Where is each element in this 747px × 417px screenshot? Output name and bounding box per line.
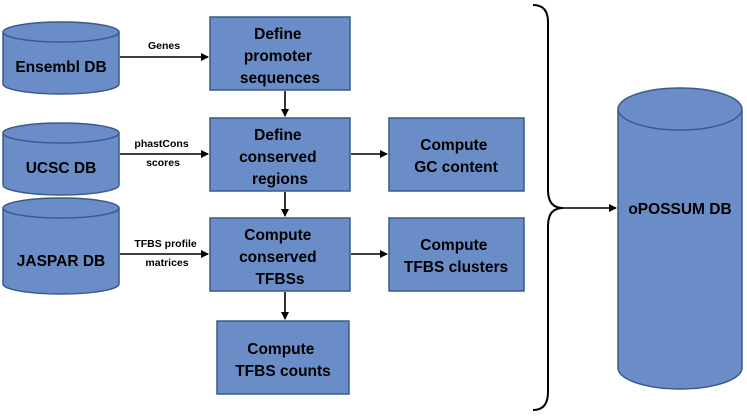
compute-tfbs-counts-line-1: Compute xyxy=(247,341,315,358)
compute-tfbs-clusters-line-2: TFBS clusters xyxy=(404,259,508,276)
edge-label-phastcons-line-1: phastCons xyxy=(134,138,188,150)
opossum-db-label: oPOSSUM DB xyxy=(628,201,731,218)
compute-tfbs-counts-label: Compute TFBS counts xyxy=(235,341,331,380)
compute-tfbs-clusters-label: Compute TFBS clusters xyxy=(404,237,508,276)
edge-label-phastcons-line-2: scores xyxy=(146,157,180,169)
compute-conserved-tfbs-line-2: conserved xyxy=(239,249,317,266)
edge-label-genes: Genes xyxy=(148,40,180,52)
compute-conserved-tfbs-line-1: Compute xyxy=(244,227,312,244)
edge-label-phastcons: phastCons scores xyxy=(134,138,191,169)
define-conserved-line-3: regions xyxy=(252,171,308,188)
edge-label-tfbs-profile: TFBS profile matrices xyxy=(134,238,199,269)
process-compute-conserved-tfbs: Compute conserved TFBSs xyxy=(209,217,351,292)
ensembl-db-label: Ensembl DB xyxy=(15,59,106,76)
process-compute-tfbs-clusters: Compute TFBS clusters xyxy=(388,217,525,292)
compute-conserved-tfbs-line-3: TFBSs xyxy=(255,271,304,288)
ensembl-db-cylinder: Ensembl DB xyxy=(2,21,120,95)
edge-label-tfbs-profile-line-1: TFBS profile xyxy=(134,238,197,250)
define-conserved-line-2: conserved xyxy=(239,149,317,166)
ucsc-db-label: UCSC DB xyxy=(26,160,97,177)
grouping-brace xyxy=(532,4,564,411)
compute-gc-line-2: GC content xyxy=(414,159,498,176)
compute-tfbs-clusters-line-1: Compute xyxy=(420,237,488,254)
define-conserved-line-1: Define xyxy=(254,127,302,144)
define-conserved-label: Define conserved regions xyxy=(239,127,321,188)
compute-tfbs-counts-line-2: TFBS counts xyxy=(235,363,331,380)
process-define-conserved: Define conserved regions xyxy=(209,117,351,192)
jaspar-db-cylinder: JASPAR DB xyxy=(2,197,120,295)
ucsc-db-cylinder: UCSC DB xyxy=(2,122,120,196)
process-compute-gc: Compute GC content xyxy=(388,117,525,192)
edge-label-tfbs-profile-line-2: matrices xyxy=(145,257,188,269)
process-define-promoter: Define promoter sequences xyxy=(209,16,351,91)
define-promoter-line-3: sequences xyxy=(240,70,320,87)
compute-conserved-tfbs-label: Compute conserved TFBSs xyxy=(239,227,321,288)
compute-gc-label: Compute GC content xyxy=(414,137,498,176)
define-promoter-line-2: promoter xyxy=(244,48,312,65)
define-promoter-line-1: Define xyxy=(254,26,302,43)
jaspar-db-label: JASPAR DB xyxy=(17,253,105,270)
process-compute-tfbs-counts: Compute TFBS counts xyxy=(216,320,350,395)
define-promoter-label: Define promoter sequences xyxy=(240,26,320,87)
opossum-db-cylinder: oPOSSUM DB xyxy=(617,87,743,390)
compute-gc-line-1: Compute xyxy=(420,137,488,154)
